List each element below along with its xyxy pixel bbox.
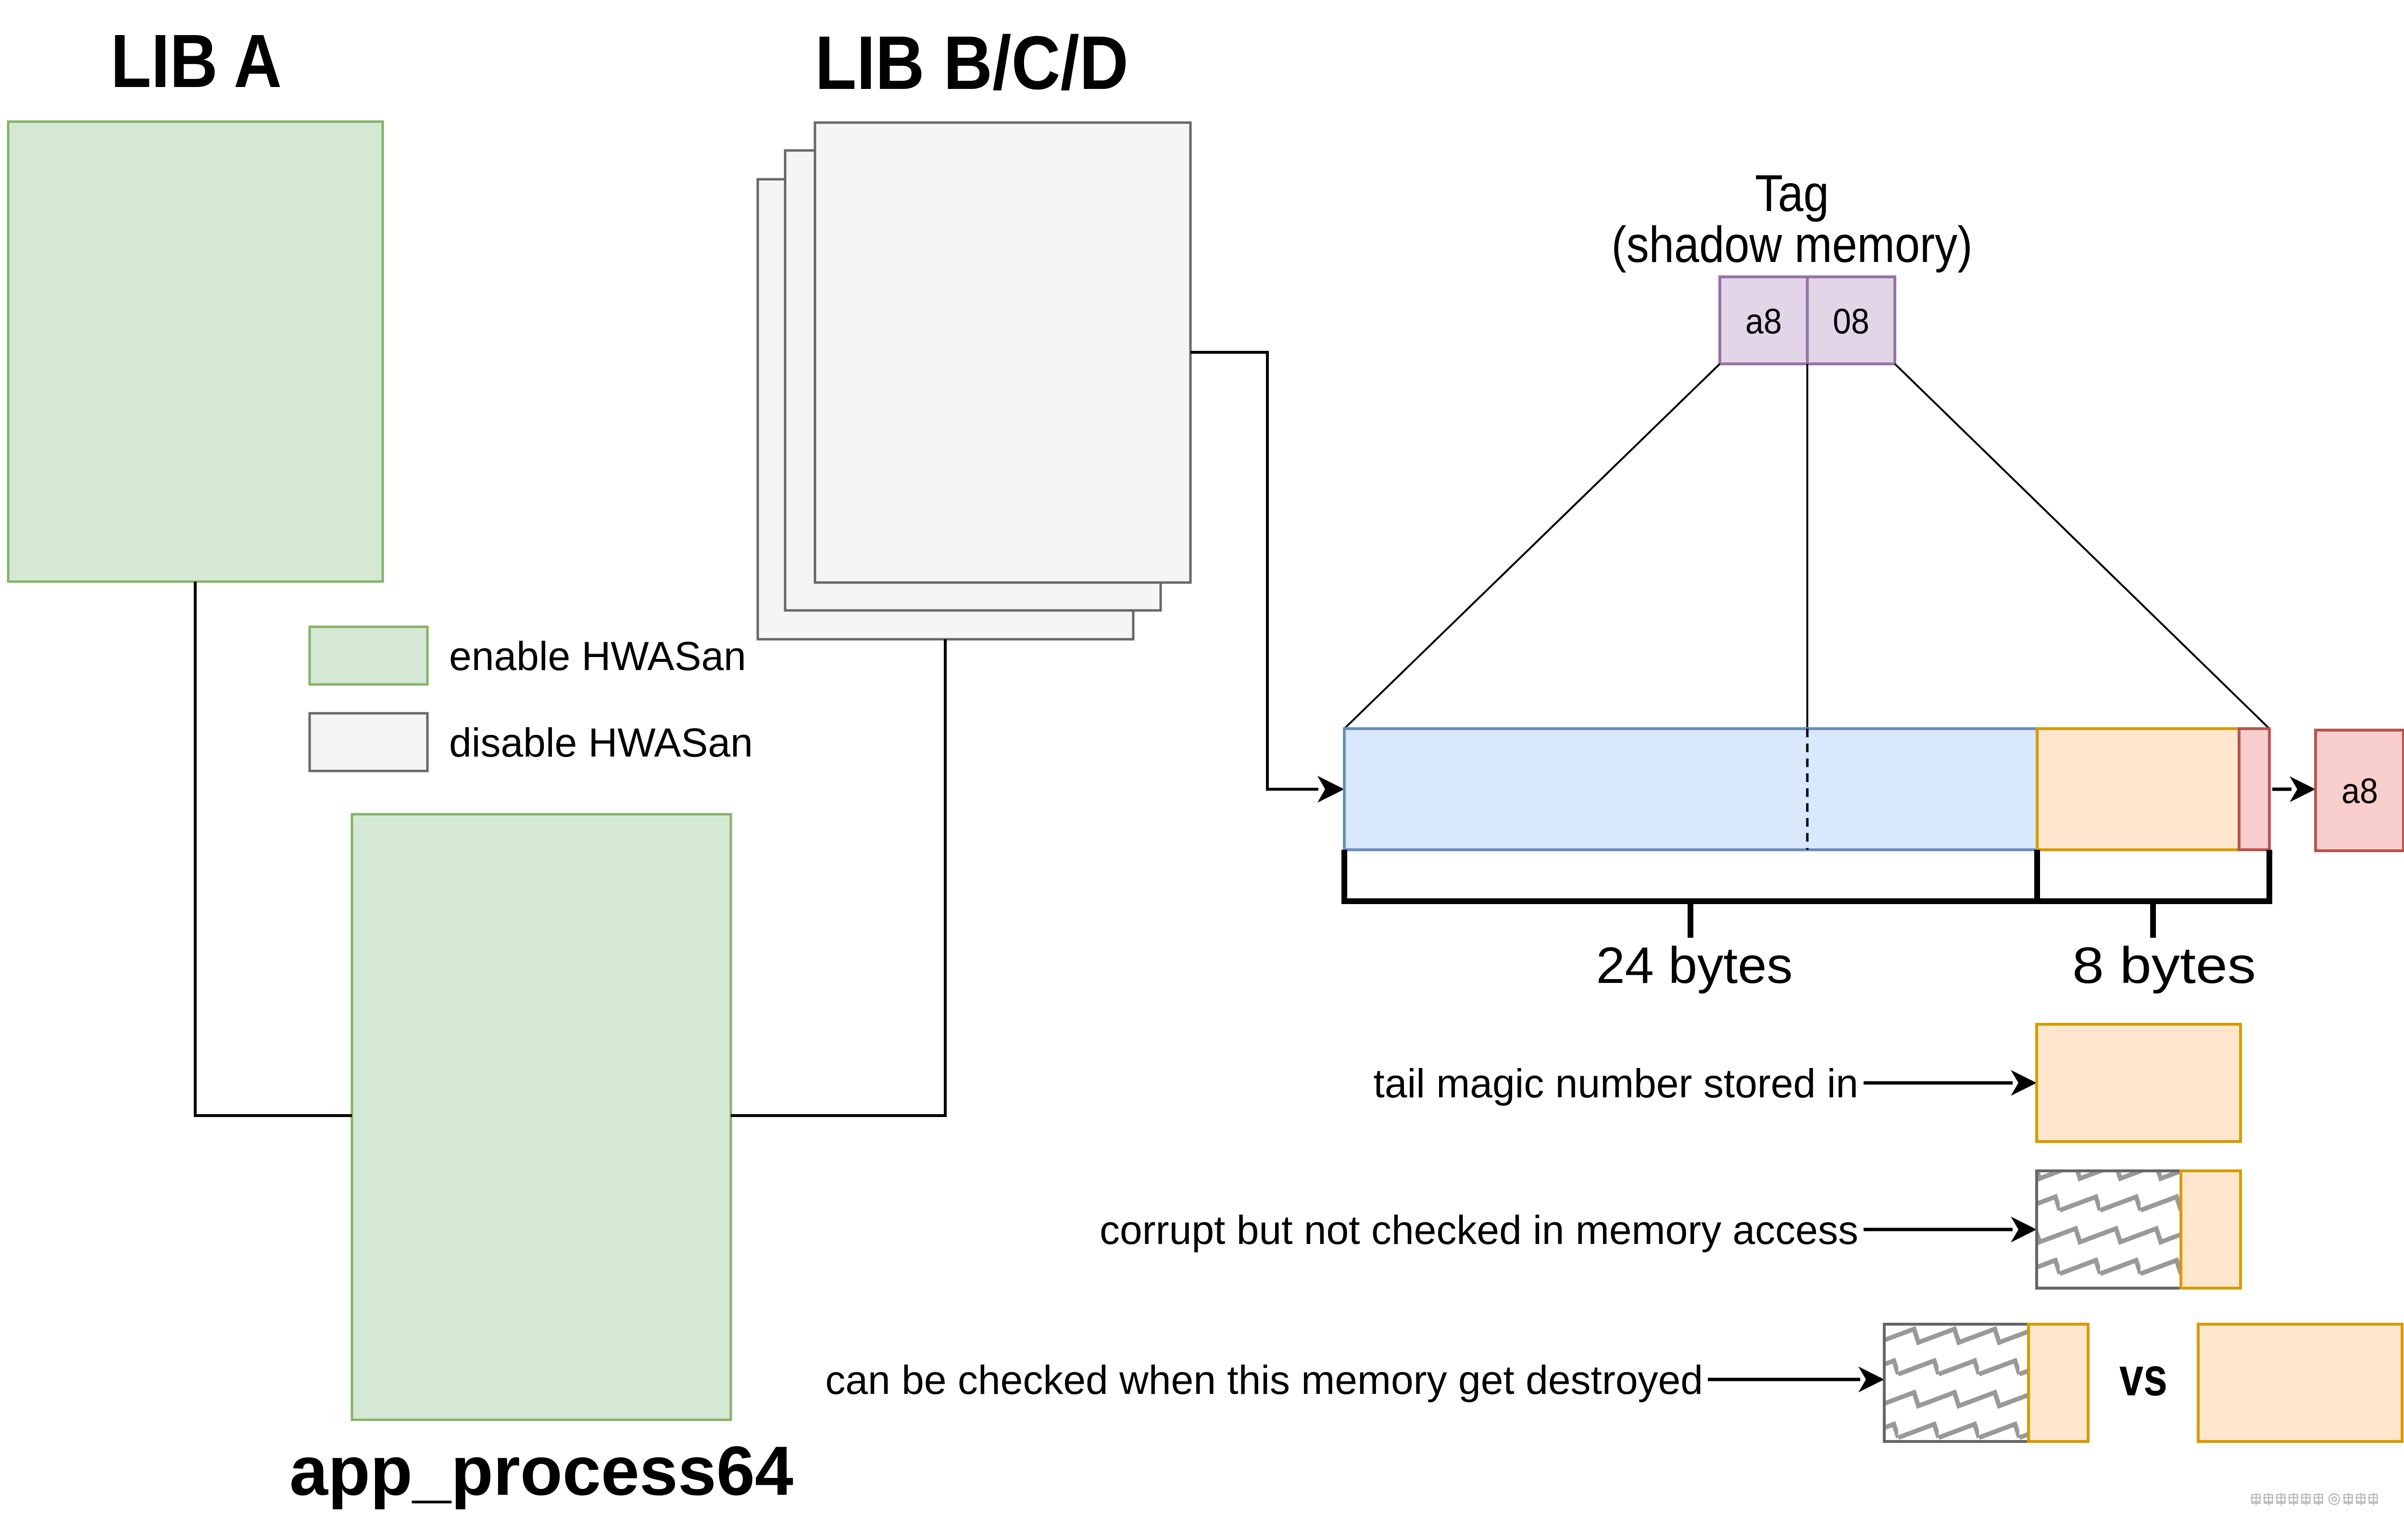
svg-text:tail magic number stored in: tail magic number stored in	[1374, 1061, 1858, 1106]
svg-text:LIB B/C/D: LIB B/C/D	[815, 21, 1128, 105]
svg-text:a8: a8	[2341, 771, 2378, 811]
svg-text:disable HWASan: disable HWASan	[449, 720, 753, 765]
svg-text:24 bytes: 24 bytes	[1596, 936, 1793, 994]
svg-text:corrupt but not checked in mem: corrupt but not checked in memory access	[1100, 1207, 1858, 1253]
svg-text:08: 08	[1833, 301, 1869, 341]
svg-text:(shadow memory): (shadow memory)	[1612, 216, 1973, 273]
svg-text:app_process64: app_process64	[289, 1432, 793, 1510]
svg-text:Tag: Tag	[1755, 164, 1829, 222]
svg-text:LIB A: LIB A	[111, 19, 282, 103]
svg-text:vs: vs	[2119, 1347, 2167, 1407]
svg-text:8 bytes: 8 bytes	[2072, 936, 2256, 994]
svg-text:enable HWASan: enable HWASan	[449, 633, 746, 679]
svg-text:can be checked when this memor: can be checked when this memory get dest…	[825, 1357, 1703, 1403]
svg-text:a8: a8	[1745, 301, 1782, 341]
